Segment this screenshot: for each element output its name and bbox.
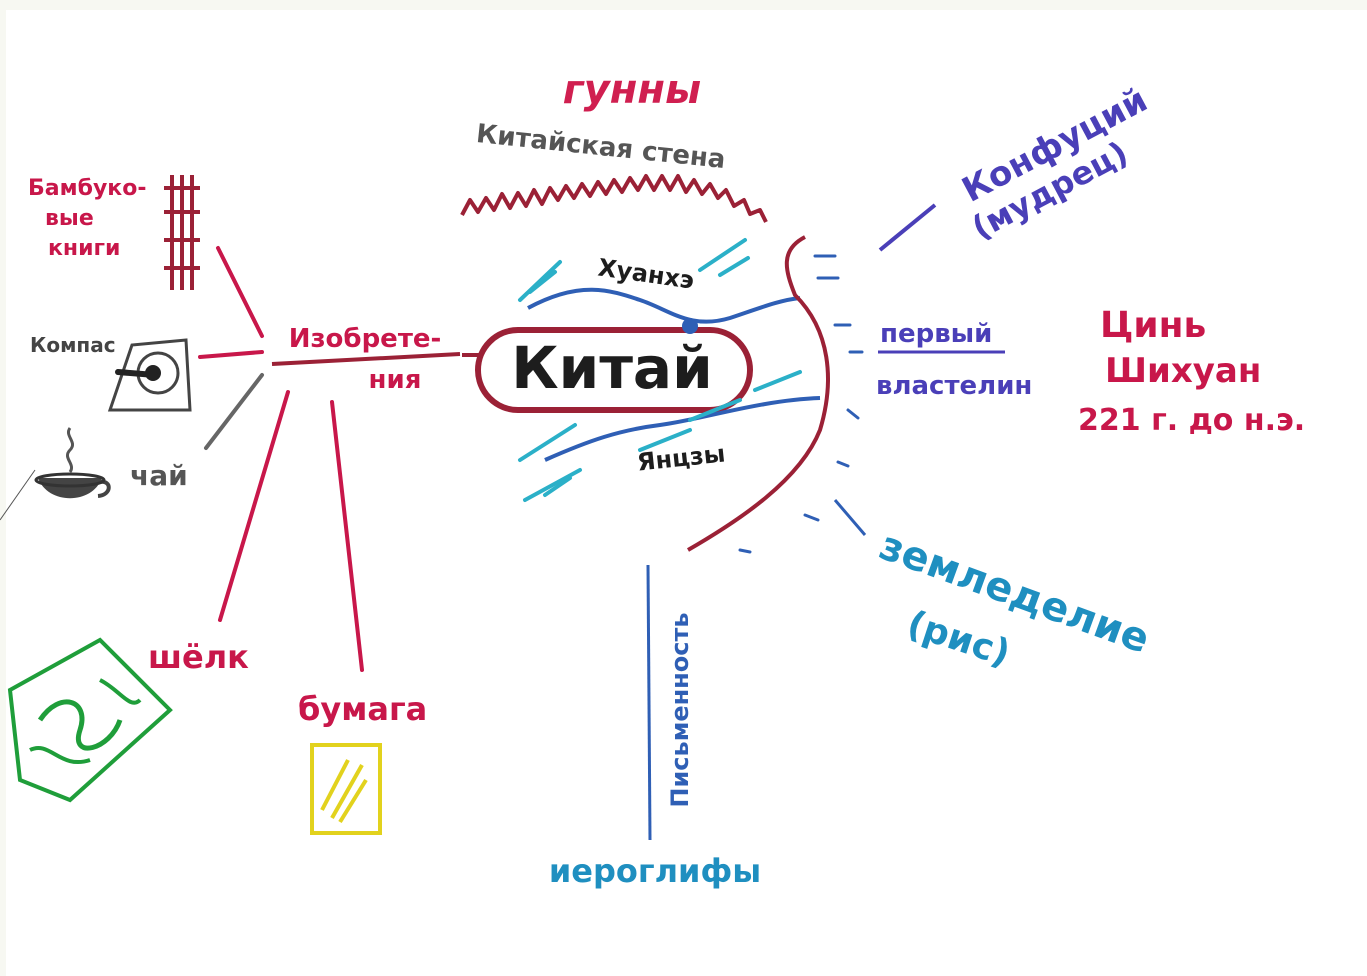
yangtze-river — [544, 396, 821, 462]
sea-dashes — [738, 254, 864, 554]
writing-label: Письменность — [666, 612, 694, 807]
china-title: Китай — [511, 334, 712, 402]
paper-label: бумага — [298, 690, 427, 728]
writing-line — [646, 564, 652, 841]
river-dot — [682, 318, 698, 334]
paper-sheet — [6, 10, 1367, 976]
qin-label-3: 221 г. до н.э. — [1078, 403, 1305, 438]
tea-cup-drawing — [34, 427, 111, 499]
bamboo-book-drawing — [164, 175, 200, 290]
qin-label-1: Цинь — [1100, 305, 1206, 346]
compass-drawing — [107, 338, 192, 412]
bamboo-label-3: книги — [48, 236, 120, 261]
first-ruler-label-2: властелин — [876, 371, 1032, 401]
inventions-underline — [271, 352, 461, 366]
bamboo-label-2: вые — [45, 206, 94, 231]
paper-sheet-drawing — [310, 743, 382, 835]
corner-line — [0, 469, 36, 521]
farming-line — [833, 499, 867, 536]
huanghe-river — [527, 287, 801, 324]
compass-label: Компас — [30, 333, 116, 357]
silk-label: шёлк — [148, 638, 249, 676]
inventions-label-2: ния — [369, 365, 422, 395]
confucius-line — [878, 203, 937, 252]
great-wall-drawing — [460, 174, 768, 223]
qin-label-2: Шихуан — [1105, 351, 1261, 391]
first-ruler-label-1: первый — [880, 319, 992, 349]
bamboo-label-1: Бамбуко- — [28, 176, 146, 201]
silk-cloth-drawing — [7, 637, 173, 803]
inventions-connectors — [198, 246, 364, 672]
tea-label: чай — [130, 459, 188, 492]
river-hatches — [518, 238, 802, 502]
hieroglyphs-label: иероглифы — [549, 852, 761, 890]
coastline — [687, 235, 830, 552]
huns-label: гунны — [563, 67, 701, 113]
inventions-label-1: Изобрете- — [289, 324, 442, 354]
china-oval — [475, 327, 753, 413]
